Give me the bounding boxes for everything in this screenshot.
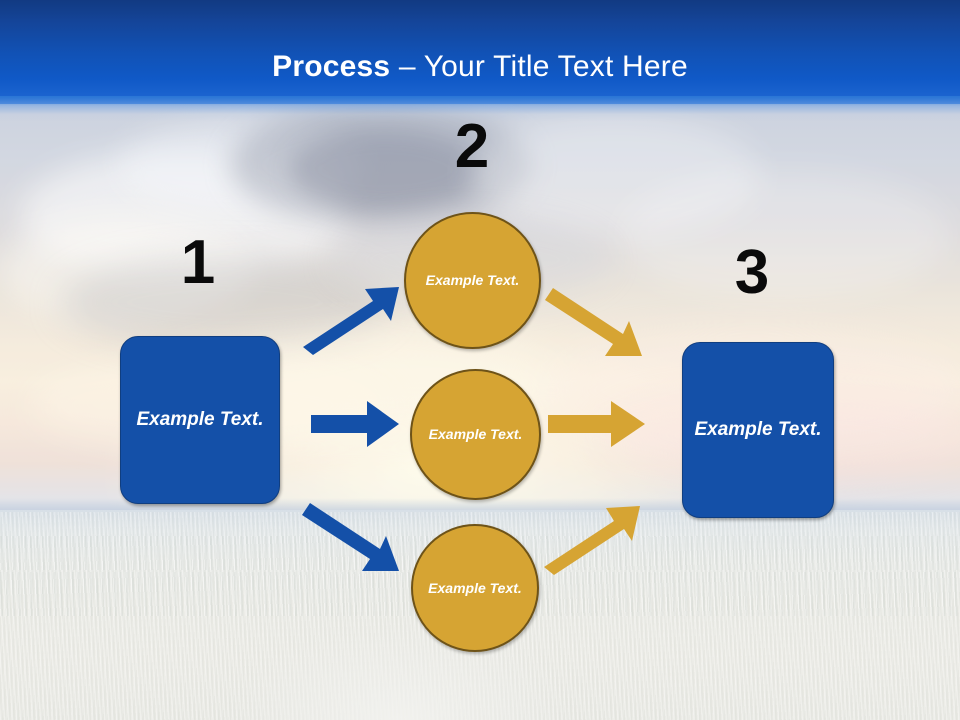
field-path bbox=[190, 560, 610, 720]
cloud bbox=[290, 130, 480, 210]
node-label: Example Text. bbox=[428, 579, 522, 596]
process-node-circle-middle[interactable]: Example Text. bbox=[410, 369, 541, 500]
process-node-circle-top[interactable]: Example Text. bbox=[404, 212, 541, 349]
cloud bbox=[120, 120, 360, 215]
process-node-left-box[interactable]: Example Text. bbox=[120, 336, 280, 504]
step-number-3: 3 bbox=[734, 238, 770, 307]
page-title-rest: – Your Title Text Here bbox=[390, 50, 688, 83]
cloud bbox=[620, 170, 950, 300]
title-bar-fade bbox=[0, 96, 960, 122]
step-number-1: 1 bbox=[180, 228, 216, 297]
gold-arrow-down-icon bbox=[545, 288, 642, 356]
node-label: Example Text. bbox=[425, 272, 520, 288]
node-label: Example Text. bbox=[694, 418, 822, 440]
blue-arrow-up-icon bbox=[303, 287, 399, 355]
process-node-circle-bottom[interactable]: Example Text. bbox=[411, 524, 539, 652]
cloud bbox=[230, 105, 530, 225]
gold-arrow-up-icon bbox=[544, 506, 640, 575]
page-title-strong: Process bbox=[272, 50, 391, 83]
cloud bbox=[0, 215, 250, 325]
process-node-right-box[interactable]: Example Text. bbox=[682, 342, 834, 518]
blue-arrow-right-icon bbox=[311, 401, 399, 447]
node-label: Example Text. bbox=[136, 408, 264, 430]
node-label: Example Text. bbox=[428, 426, 523, 442]
cloud bbox=[470, 115, 760, 235]
title-bar bbox=[0, 0, 960, 104]
cloud bbox=[20, 150, 350, 280]
gold-arrow-right-icon bbox=[548, 401, 645, 447]
step-number-2: 2 bbox=[454, 112, 490, 181]
blue-arrow-down-icon bbox=[302, 503, 399, 571]
page-title: Process – Your Title Text Here bbox=[0, 50, 960, 84]
